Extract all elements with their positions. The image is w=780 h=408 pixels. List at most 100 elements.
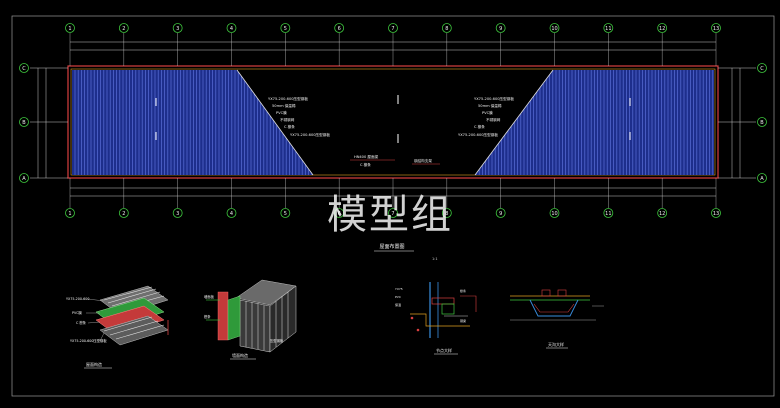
axis-bubble-top-2: [118, 23, 129, 33]
d2-label-2: 檩条: [204, 314, 211, 319]
callout-right-6: YX75-200-600压型钢板: [458, 132, 498, 137]
axis-label-top-8: 8: [445, 26, 448, 32]
panel-ribs: [74, 70, 714, 175]
axis-bubble-top-10: [549, 23, 560, 33]
axis-bubble-top-11: [603, 23, 614, 33]
axis-bubble-bottom-5: [280, 208, 291, 218]
axis-gridlines: [69, 33, 717, 208]
axis-bubble-bottom-3: [172, 208, 183, 218]
d1-label-1: YX75-200-600: [66, 297, 89, 301]
d1-leaders: [86, 298, 105, 342]
center-note-1: HN400 屋面梁: [354, 154, 379, 159]
axis-bubble-top-8: [441, 23, 452, 33]
roof-inner-outline: [70, 68, 716, 176]
axis-label-bottom-5: 5: [284, 211, 287, 217]
detail-roof-title: 屋面构造: [86, 361, 102, 367]
detail-node-section: [410, 282, 477, 338]
axis-bubble-top-13: [711, 23, 721, 33]
axis-label-top-2: 2: [122, 26, 125, 32]
callouts-left: YX75-200-600压型钢板 50mm 保温棉 PVC膜 不锈钢网 C 檩条…: [268, 96, 330, 137]
callout-right-1: YX75-200-600压型钢板: [474, 96, 514, 101]
detail-wall-labels: 墙面板 檩条 压型钢板: [204, 294, 284, 343]
side-axis-bubbles: [19, 63, 767, 183]
detail-gutter-section: [510, 289, 604, 321]
axis-bubble-bottom-9: [495, 208, 506, 218]
axis-bubble-bottom-13: [711, 208, 721, 218]
callout-right-3: PVC膜: [482, 110, 493, 115]
axis-label-top-9: 9: [499, 26, 502, 32]
center-notes: HN400 屋面梁 C 檩条 钢结构支架: [354, 154, 432, 167]
callout-left-2: 50mm 保温棉: [272, 103, 296, 108]
detail-wall-title: 墙面构造: [232, 352, 248, 358]
axis-label-top-7: 7: [391, 26, 394, 32]
axis-label-left-b: B: [22, 120, 26, 126]
axis-label-left-c: C: [22, 66, 26, 72]
axis-bubble-bottom-8: [441, 208, 452, 218]
center-note-3: 钢结构支架: [414, 158, 432, 163]
left-slope-edge: [236, 69, 314, 176]
axis-bubble-top-3: [172, 23, 183, 33]
detail-node-title: 节点大样: [436, 347, 452, 353]
axis-bubble-top-12: [657, 23, 668, 33]
sheet-border: [11, 15, 775, 397]
plan-scale: 1:1: [432, 257, 438, 261]
axis-bubble-top-9: [495, 23, 506, 33]
axis-bubble-top-5: [280, 23, 291, 33]
axis-bubble-bottom-1: [65, 208, 75, 218]
detail-gutter-title: 天沟大样: [548, 341, 564, 347]
detail-roof-labels: YX75-200-600 PVC膜 C 檩条 YX75-200-600压型钢板: [66, 297, 107, 343]
plan-title: 屋面布置图: [379, 243, 404, 250]
panel-markers: [155, 95, 631, 143]
d3-label-4: 檩条: [460, 288, 466, 293]
callouts-right: YX75-200-600压型钢板 50mm 保温棉 PVC膜 不锈钢网 C 檩条…: [458, 96, 514, 137]
axis-label-right-c: C: [760, 66, 764, 72]
axis-bubble-bottom-6: [334, 208, 345, 218]
d3-label-2: PVC: [395, 295, 401, 299]
d2-label-1: 墙面板: [204, 294, 215, 299]
axis-label-bottom-11: 11: [605, 211, 611, 217]
axis-bubble-top-6: [334, 23, 345, 33]
detail-wall-panel: [206, 279, 297, 353]
axis-bubble-bottom-4: [226, 208, 237, 218]
callout-left-6: YX75-200-600压型钢板: [290, 132, 330, 137]
axis-label-right-b: B: [760, 120, 764, 126]
axis-bubble-top-4: [226, 23, 237, 33]
callout-right-2: 50mm 保温棉: [478, 103, 502, 108]
axis-bubbles-bottom: [65, 208, 721, 218]
center-note-2: C 檩条: [360, 162, 371, 167]
callout-left-4: 不锈钢网: [280, 117, 295, 122]
d1-label-2: PVC膜: [72, 310, 83, 315]
callout-left-5: C 檩条: [284, 124, 295, 129]
d3-label-5: 钢梁: [460, 318, 466, 323]
d2-label-3: 压型钢板: [270, 338, 284, 343]
axis-label-top-13: 13: [713, 26, 719, 32]
d3-label-3: 保温: [395, 302, 401, 307]
callout-left-3: PVC膜: [276, 110, 287, 115]
detail-roof-layers: [95, 285, 169, 346]
axis-label-top-6: 6: [338, 26, 341, 32]
axis-label-bottom-10: 10: [551, 211, 557, 217]
axis-bubble-bottom-10: [549, 208, 560, 218]
side-axis-labels: C B A C B A: [22, 66, 764, 182]
axis-label-bottom-6: 6: [338, 211, 341, 217]
axis-label-top-3: 3: [176, 26, 179, 32]
d1-label-4: YX75-200-600压型钢板: [70, 338, 107, 343]
axis-label-bottom-8: 8: [445, 211, 448, 217]
axis-label-bottom-13: 13: [713, 211, 719, 217]
callout-left-1: YX75-200-600压型钢板: [268, 96, 308, 101]
axis-label-bottom-2: 2: [122, 211, 125, 217]
right-slope-edge: [474, 69, 554, 176]
d3-label-1: YX75: [395, 287, 403, 291]
axis-label-right-a: A: [760, 176, 764, 182]
axis-label-left-a: A: [22, 176, 26, 182]
axis-label-top-10: 10: [551, 26, 557, 32]
d1-label-3: C 檩条: [76, 320, 87, 325]
axis-bubble-top-1: [65, 23, 75, 33]
axis-label-top-5: 5: [284, 26, 287, 32]
axis-bubble-top-7: [388, 23, 398, 33]
axis-bubble-bottom-11: [603, 208, 614, 218]
axis-label-bottom-9: 9: [499, 211, 502, 217]
